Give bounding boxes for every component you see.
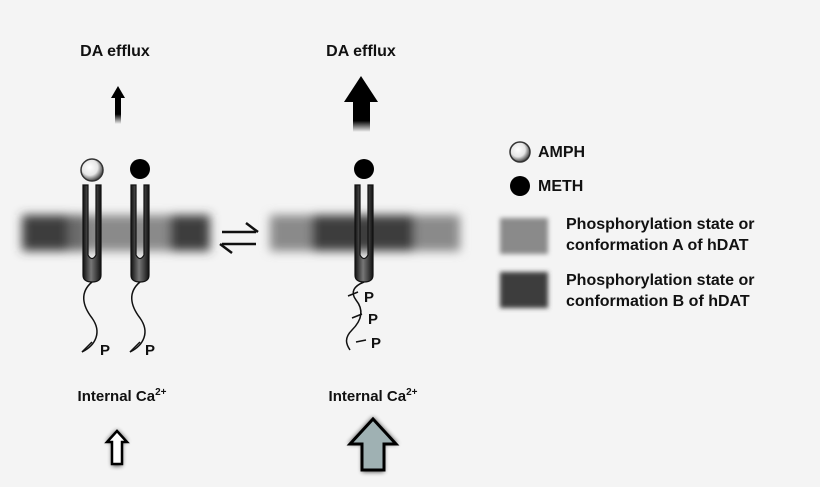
- legend: [500, 141, 548, 308]
- left-phospho-mark-1: P: [100, 342, 110, 359]
- left-membrane-block-a1: [68, 215, 86, 251]
- right-phospho-mark-2: P: [368, 311, 378, 328]
- right-phospho-mark-3: P: [371, 335, 381, 352]
- legend-state-b-swatch: [500, 272, 548, 308]
- right-transporter: [345, 184, 374, 351]
- right-panel: DA efflux P P P Internal Ca2+: [270, 43, 460, 472]
- equilibrium-arrows-icon: [219, 222, 259, 254]
- left-phospho-mark-2: P: [145, 342, 155, 359]
- right-membrane: [270, 215, 460, 251]
- right-membrane-block-a1: [270, 215, 312, 251]
- legend-state-a-swatch: [500, 218, 548, 254]
- right-calcium-arrow: [346, 416, 400, 472]
- left-transporter-2: [129, 184, 150, 353]
- legend-meth-label: METH: [538, 178, 584, 195]
- right-membrane-block-a2: [414, 215, 460, 251]
- legend-state-a-line1: Phosphorylation state or: [566, 216, 755, 233]
- right-membrane-block-b1: [312, 215, 414, 251]
- amph-molecule-icon: [80, 158, 104, 182]
- left-transporter-1: [81, 184, 102, 353]
- left-efflux-arrow: [111, 86, 125, 124]
- legend-state-b-line1: Phosphorylation state or: [566, 272, 755, 289]
- legend-meth-icon: [510, 176, 530, 196]
- left-panel: DA efflux P P: [22, 43, 210, 466]
- meth-molecule-icon: [130, 159, 150, 179]
- legend-state-a-line2: conformation A of hDAT: [566, 237, 749, 254]
- legend-amph-icon: [509, 141, 531, 163]
- right-phospho-mark-1: P: [364, 289, 374, 306]
- right-calcium-label: Internal Ca2+: [329, 387, 418, 405]
- right-meth-molecule-icon: [354, 159, 374, 179]
- legend-amph-label: AMPH: [538, 144, 586, 161]
- left-efflux-label: DA efflux: [80, 43, 150, 60]
- left-calcium-label: Internal Ca2+: [78, 387, 167, 405]
- left-membrane-block-b2: [170, 215, 210, 251]
- left-membrane-block-b1: [22, 215, 68, 251]
- right-efflux-label: DA efflux: [326, 43, 396, 60]
- legend-state-b-line2: conformation B of hDAT: [566, 293, 750, 310]
- right-efflux-arrow: [344, 76, 378, 132]
- left-membrane: [22, 215, 210, 251]
- left-calcium-arrow: [104, 429, 130, 466]
